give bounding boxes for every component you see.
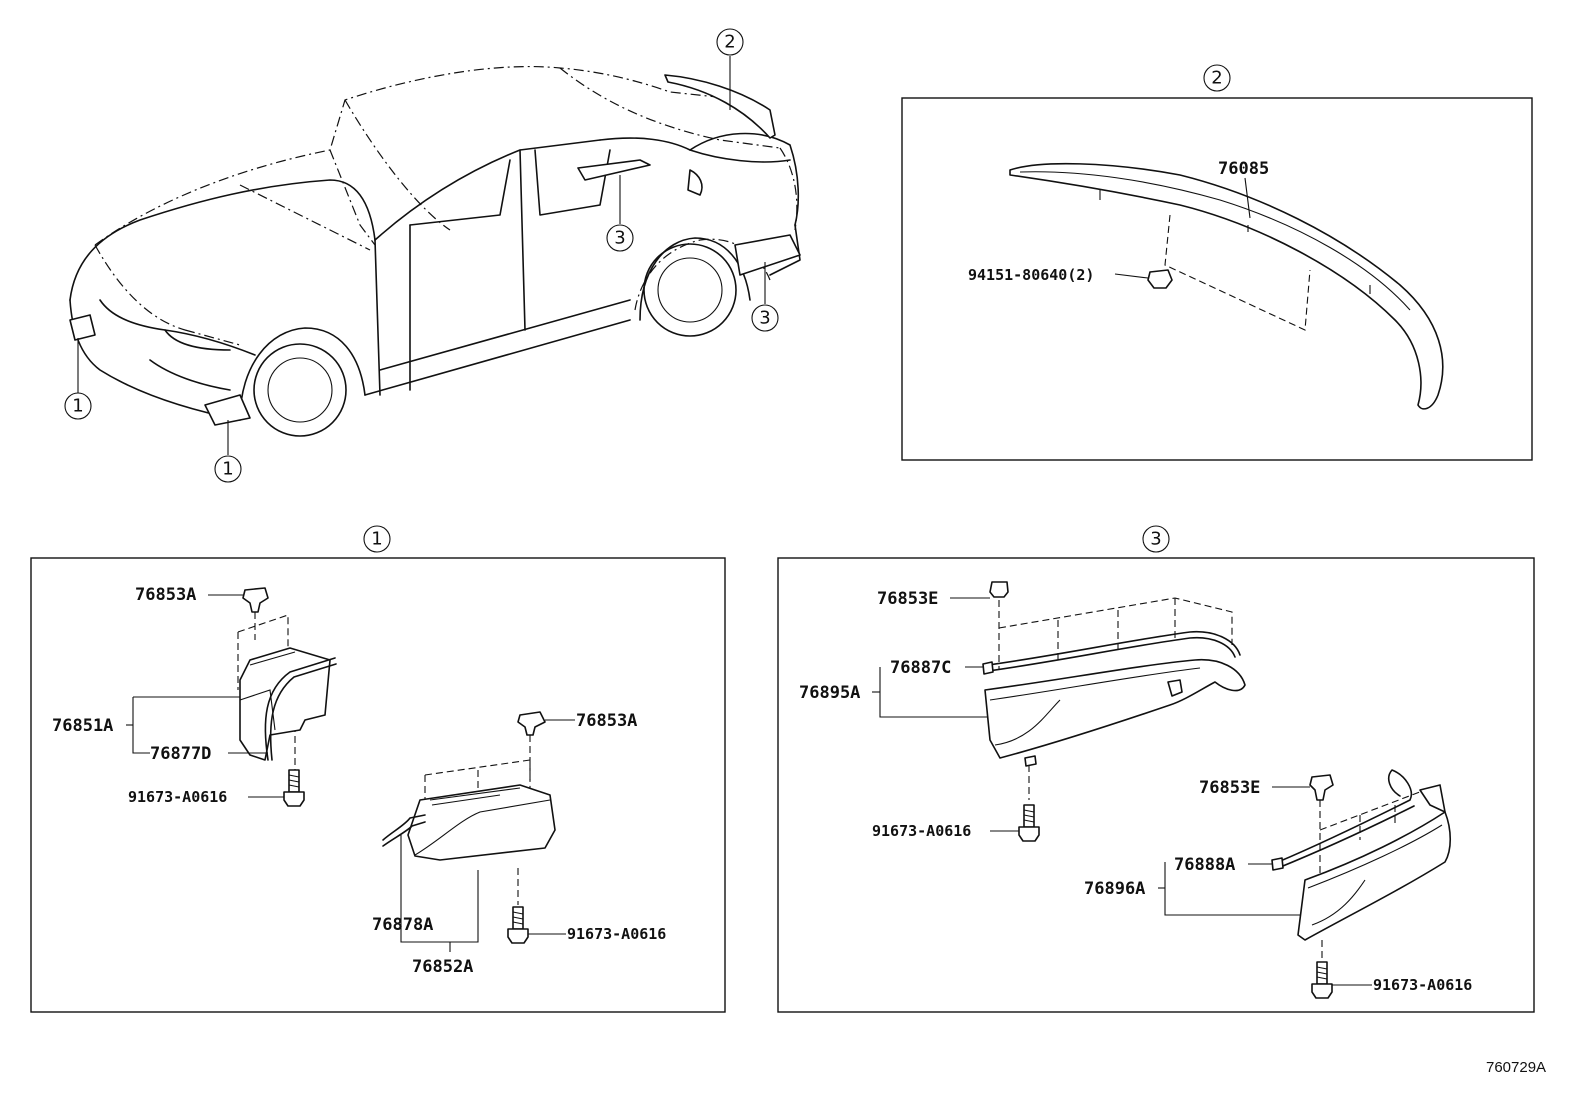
label-91673-A0616-left-b3: 91673-A0616: [872, 822, 971, 840]
svg-text:1: 1: [222, 459, 233, 480]
clip-76853E-top: [989, 581, 1009, 598]
label-76895A: 76895A: [799, 683, 860, 703]
car-overview: [69, 65, 801, 437]
label-76888A: 76888A: [1174, 855, 1235, 875]
clip-76853A-top: [242, 587, 269, 613]
label-76853E-top: 76853E: [877, 589, 938, 609]
screw-right-box1: [507, 906, 529, 944]
car-front-mudguard-right: [204, 394, 251, 426]
label-76896A: 76896A: [1084, 879, 1145, 899]
svg-text:3: 3: [759, 308, 770, 329]
label-76852A: 76852A: [412, 957, 473, 977]
detail-box-3: 3 76853E 76887C 76895A: [777, 525, 1535, 1013]
clip-76853A-right: [517, 711, 546, 736]
label-91673-A0616-right-b3: 91673-A0616: [1373, 976, 1472, 994]
svg-text:1: 1: [371, 529, 382, 550]
callout-1-left: 1: [64, 392, 92, 420]
rear-spoiler: [1009, 162, 1444, 410]
callout-1-right: 1: [214, 455, 242, 483]
detail-box-1: 1 76853A 76851A 76877D 91673: [30, 525, 726, 1013]
mudguard-76852A: [407, 784, 556, 861]
label-76853E-right: 76853E: [1199, 778, 1260, 798]
label-91673-A0616-right: 91673-A0616: [567, 925, 666, 943]
screw-right-box3: [1311, 961, 1333, 999]
label-76851A: 76851A: [52, 716, 113, 736]
label-76878A: 76878A: [372, 915, 433, 935]
svg-text:2: 2: [724, 32, 735, 53]
car-side-mudguard-rear: [734, 234, 801, 276]
svg-text:3: 3: [614, 228, 625, 249]
car-rear-spoiler: [664, 74, 776, 139]
car-front-mudguard-left: [69, 314, 96, 341]
figure-code: 760729A: [1486, 1059, 1546, 1076]
screw-left-box1: [283, 769, 305, 807]
seal-76888A: [1277, 769, 1412, 863]
callout-3-car-rear: 3: [751, 304, 779, 332]
car-side-mudguard-front: [577, 159, 651, 181]
callout-3-car-front: 3: [606, 224, 634, 252]
label-94151-80640: 94151-80640(2): [968, 266, 1094, 284]
callout-3-box: 3: [1142, 525, 1170, 553]
screw-left-box3: [1018, 804, 1040, 842]
spoiler-clip: [1147, 269, 1173, 289]
svg-text:3: 3: [1150, 529, 1161, 550]
callout-2-box: 2: [1203, 64, 1231, 92]
label-91673-A0616-left: 91673-A0616: [128, 788, 227, 806]
car-callouts: 1 1 2 3 3: [64, 28, 779, 483]
label-76085: 76085: [1218, 159, 1269, 179]
detail-box-2: 2 76085 94151-80640(2): [901, 64, 1533, 461]
clip-76853E-right: [1309, 774, 1334, 801]
mudguard-76895A: [984, 658, 1246, 759]
mudguard-76851A: [239, 647, 331, 761]
label-76877D: 76877D: [150, 744, 211, 764]
svg-text:2: 2: [1211, 68, 1222, 89]
seal-76887C: [987, 630, 1241, 666]
label-76887C: 76887C: [890, 658, 951, 678]
label-76853A-right: 76853A: [576, 711, 637, 731]
seal-76878A: [382, 814, 426, 841]
label-76853A-top: 76853A: [135, 585, 196, 605]
seal-76877D: [264, 657, 336, 761]
callout-1-box: 1: [363, 525, 391, 553]
svg-text:1: 1: [72, 396, 83, 417]
mudguard-76896A: [1297, 811, 1452, 941]
callout-2-car: 2: [716, 28, 744, 56]
